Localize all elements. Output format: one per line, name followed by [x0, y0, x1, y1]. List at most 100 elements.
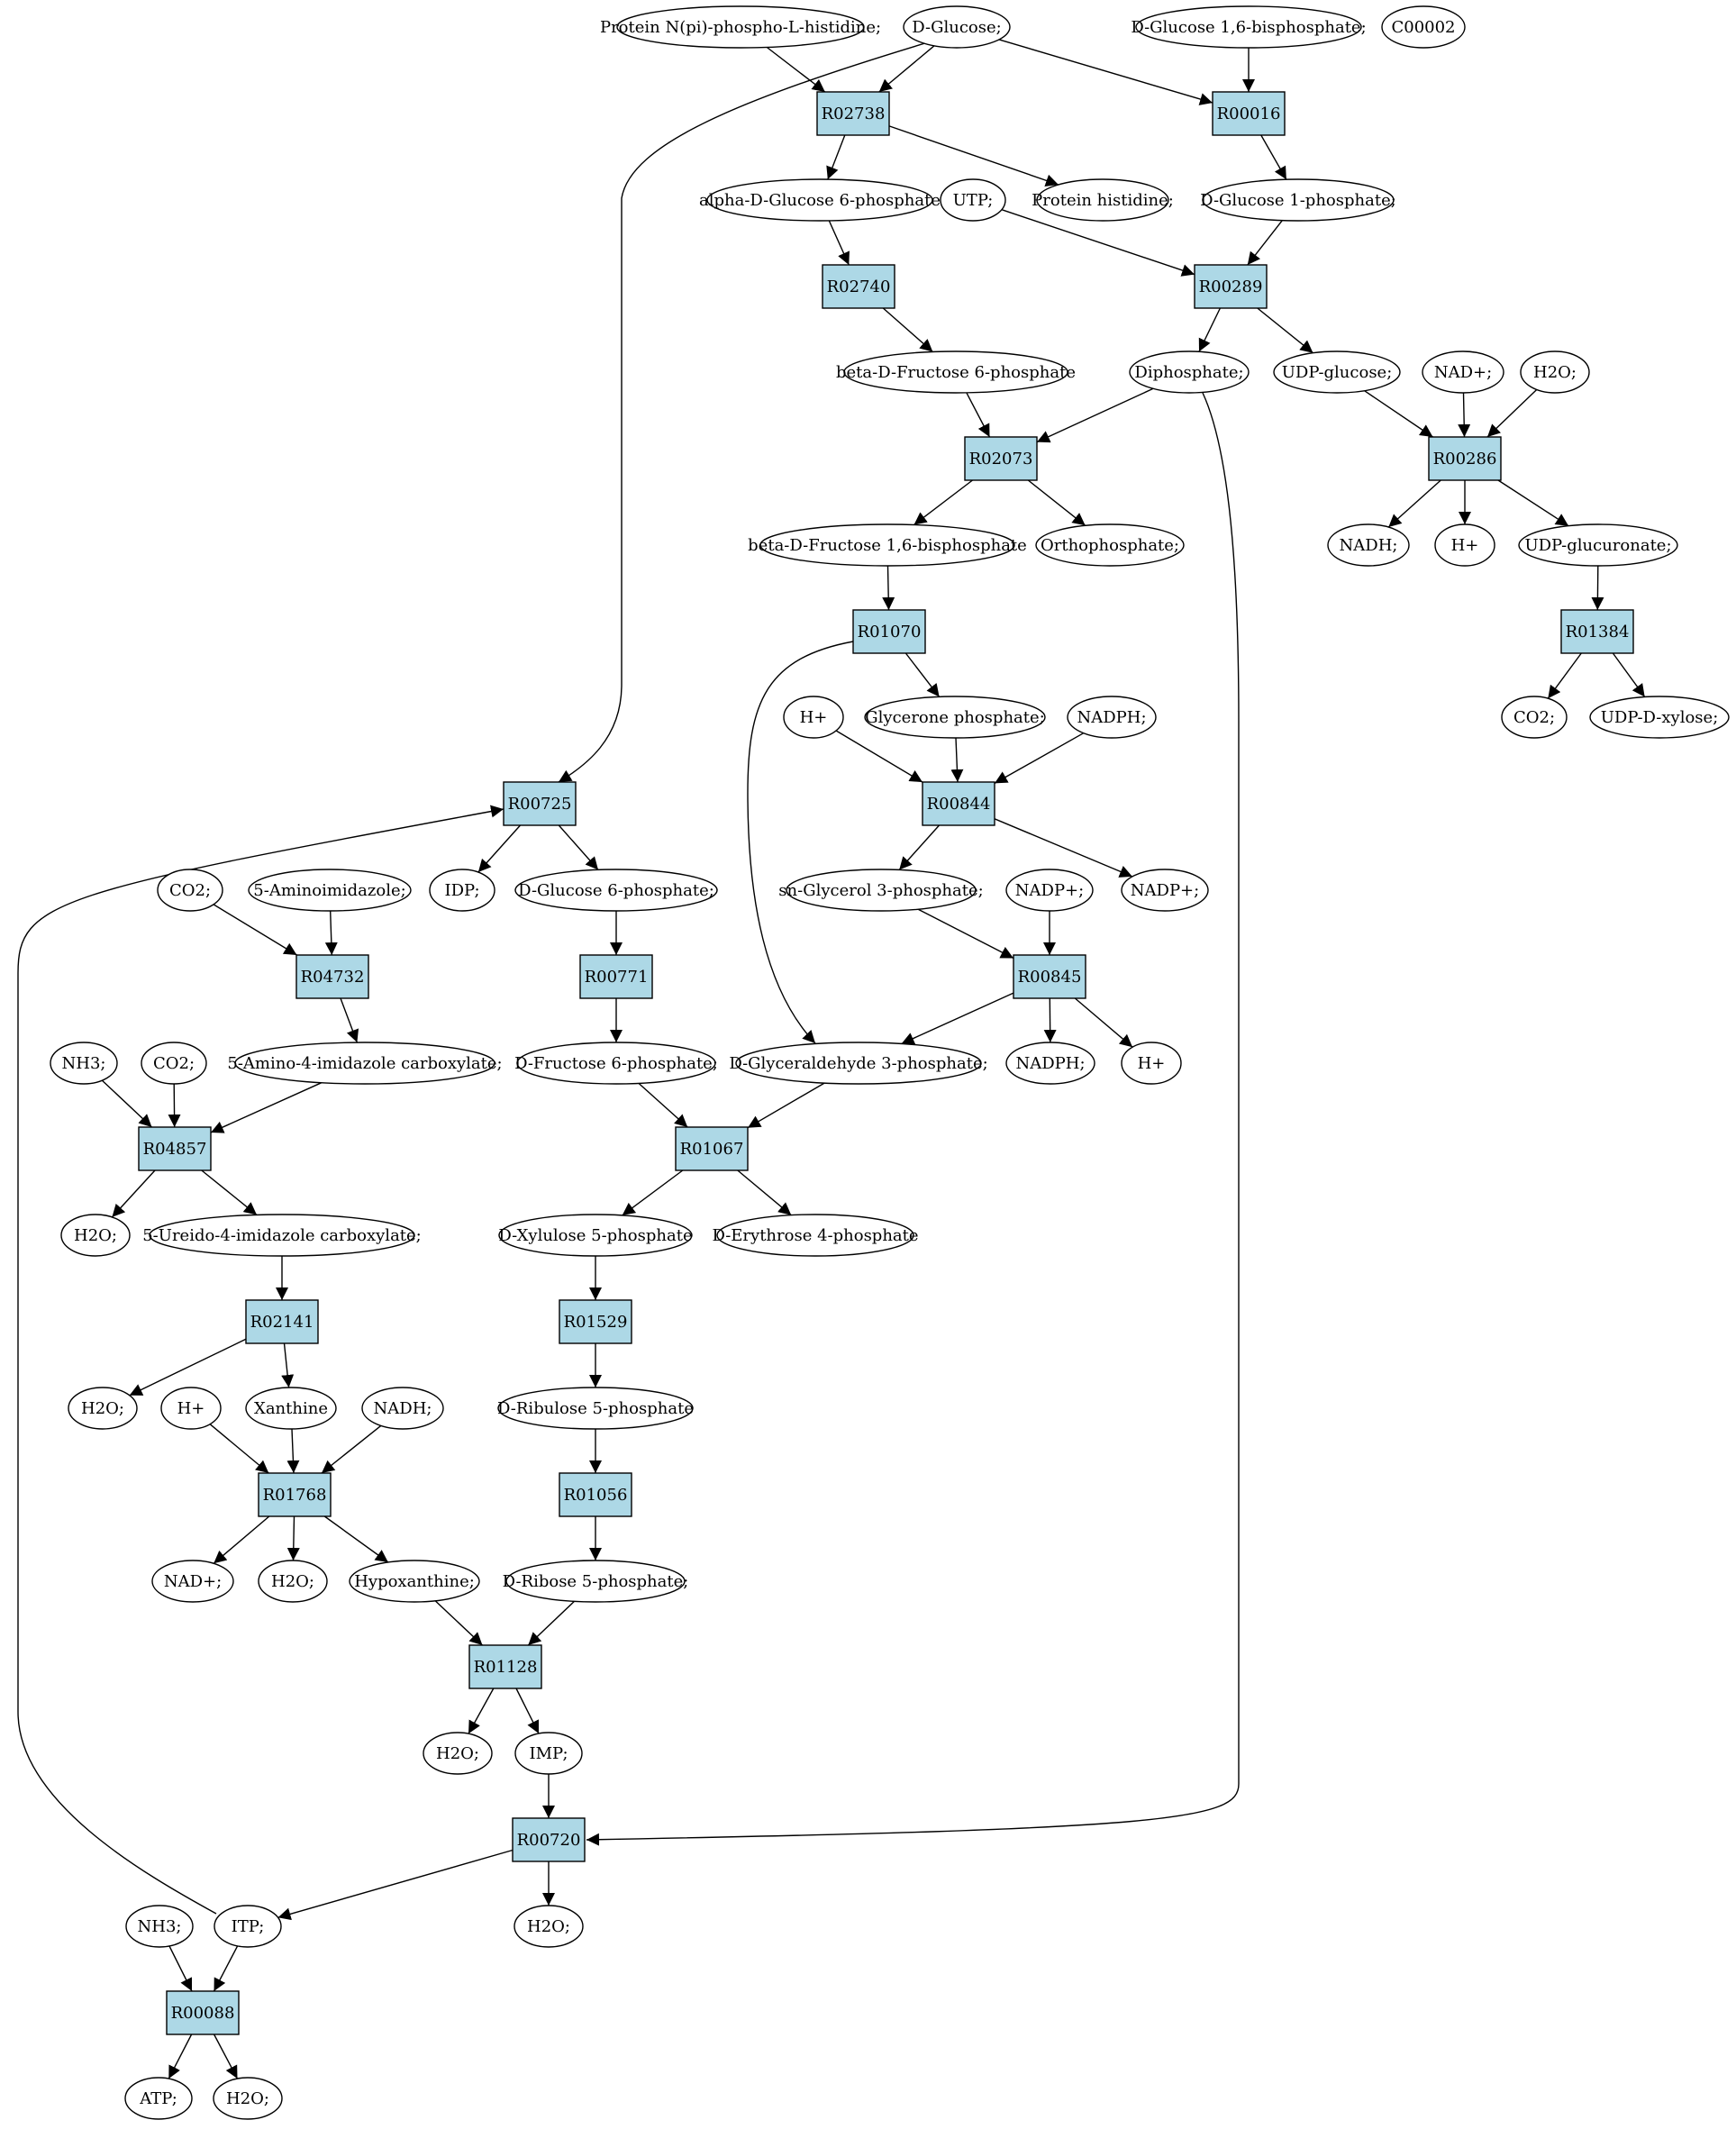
compound-h2o-a[interactable]: H2O; [1520, 350, 1590, 394]
compound-shape [1327, 523, 1410, 567]
edge-r02073-to-orthophosphate [1027, 479, 1086, 526]
compound-nadh-b[interactable]: NADH; [361, 1387, 444, 1430]
reaction-r00771[interactable]: R00771 [579, 954, 653, 999]
compound-label: H2O; [527, 1917, 570, 1936]
compound-itp[interactable]: ITP; [214, 1905, 282, 1948]
reaction-r02740[interactable]: R02740 [822, 264, 895, 309]
reaction-label: R00844 [927, 795, 991, 814]
reaction-box [559, 1472, 632, 1517]
reaction-r02141[interactable]: R02141 [245, 1299, 319, 1344]
compound-beta-f6p[interactable]: beta-D-Fructose 6-phosphate [836, 350, 1076, 394]
compound-shape [1129, 350, 1250, 394]
compound-co2-a[interactable]: CO2; [1501, 696, 1568, 739]
compound-xylulose-5p[interactable]: D-Xylulose 5-phosphate [498, 1214, 693, 1257]
reaction-r01056[interactable]: R01056 [559, 1472, 632, 1517]
compound-nadph-b[interactable]: NADPH; [1005, 1042, 1095, 1085]
compound-hplus-d[interactable]: H+ [160, 1387, 222, 1430]
compound-ribulose-5p[interactable]: D-Ribulose 5-phosphate [497, 1387, 694, 1430]
compound-aminoimidazole[interactable]: 5-Aminoimidazole; [248, 869, 412, 912]
reaction-r01529[interactable]: R01529 [559, 1299, 632, 1344]
edge-nh3-b-to-r00088 [168, 1945, 193, 1992]
compound-hplus-b[interactable]: H+ [783, 696, 844, 739]
reaction-r02073[interactable]: R02073 [964, 436, 1038, 481]
compound-nadh-a[interactable]: NADH; [1327, 523, 1410, 567]
reaction-label: R01067 [680, 1140, 744, 1159]
compound-shape [60, 1214, 131, 1257]
reaction-r00720[interactable]: R00720 [512, 1817, 586, 1862]
compound-nadph-a[interactable]: NADPH; [1067, 696, 1157, 739]
reaction-r04857[interactable]: R04857 [138, 1126, 212, 1171]
compound-nadp-a[interactable]: NADP+; [1005, 869, 1094, 912]
compound-h2o-c[interactable]: H2O; [68, 1387, 138, 1430]
compound-h2o-f[interactable]: H2O; [514, 1905, 584, 1948]
compound-nh3-a[interactable]: NH3; [50, 1042, 118, 1085]
compound-shape [160, 1387, 222, 1430]
compound-c00002[interactable]: C00002 [1381, 5, 1466, 49]
compound-utp[interactable]: UTP; [940, 178, 1006, 222]
compound-sn-glycerol-3p[interactable]: sn-Glycerol 3-phosphate; [778, 869, 984, 912]
compound-udp-glucose[interactable]: UDP-glucose; [1273, 350, 1401, 394]
compound-hplus-c[interactable]: H+ [1121, 1042, 1182, 1085]
compound-d-glucose[interactable]: D-Glucose; [903, 5, 1011, 49]
compound-h2o-g[interactable]: H2O; [213, 2077, 283, 2120]
compound-h2o-b[interactable]: H2O; [60, 1214, 131, 1257]
reaction-r01128[interactable]: R01128 [468, 1644, 542, 1689]
compound-co2-b[interactable]: CO2; [157, 869, 223, 912]
compound-alpha-g6p[interactable]: alpha-D-Glucose 6-phosphate [699, 178, 941, 222]
reaction-r00289[interactable]: R00289 [1194, 264, 1268, 309]
reaction-r01070[interactable]: R01070 [852, 609, 926, 654]
compound-d-glucose-6p[interactable]: D-Glucose 6-phosphate; [514, 869, 718, 912]
compound-label: Protein N(pi)-phospho-L-histidine; [600, 18, 881, 37]
compound-udp-xylose[interactable]: UDP-D-xylose; [1589, 696, 1730, 739]
compound-xanthine[interactable]: Xanthine [245, 1387, 337, 1430]
edge-r00845-to-hplus-c [1074, 997, 1133, 1048]
compound-label: D-Glucose; [912, 18, 1001, 37]
compound-hplus-a[interactable]: H+ [1434, 523, 1495, 567]
compound-d-glucose-1p[interactable]: D-Glucose 1-phosphate; [1200, 178, 1396, 222]
compound-shape [706, 178, 933, 222]
reaction-r01384[interactable]: R01384 [1560, 609, 1634, 654]
compound-nad-b[interactable]: NAD+; [151, 1560, 234, 1603]
compound-h2o-e[interactable]: H2O; [423, 1732, 493, 1775]
compound-gap[interactable]: D-Glyceraldehyde 3-phosphate; [729, 1042, 988, 1085]
reaction-box [922, 781, 995, 826]
compound-atp[interactable]: ATP; [124, 2077, 193, 2120]
compound-ureido-imid-carbox[interactable]: 5-Ureido-4-imidazole carboxylate; [142, 1214, 422, 1257]
reaction-r00845[interactable]: R00845 [1013, 954, 1086, 999]
compound-shape [903, 5, 1011, 49]
compound-label: IDP; [444, 881, 479, 900]
compound-protein-nphospho[interactable]: Protein N(pi)-phospho-L-histidine; [600, 5, 881, 49]
compound-label: H2O; [271, 1572, 314, 1591]
compound-diphosphate[interactable]: Diphosphate; [1129, 350, 1250, 394]
compound-nadp-b[interactable]: NADP+; [1121, 869, 1209, 912]
reaction-r02738[interactable]: R02738 [816, 91, 890, 136]
reaction-r01768[interactable]: R01768 [258, 1472, 332, 1517]
compound-h2o-d[interactable]: H2O; [258, 1560, 328, 1603]
compound-erythrose-4p[interactable]: D-Erythrose 4-phosphate [712, 1214, 919, 1257]
compound-amino-imid-carbox[interactable]: 5-Amino-4-imidazole carboxylate; [227, 1042, 503, 1085]
compound-d-fructose-6p[interactable]: D-Fructose 6-phosphate; [514, 1042, 718, 1085]
reaction-r00844[interactable]: R00844 [922, 781, 995, 826]
compound-beta-f16bp[interactable]: beta-D-Fructose 1,6-bisphosphate [748, 523, 1027, 567]
compound-label: NADP+; [1131, 881, 1199, 900]
compound-protein-histidine[interactable]: Protein histidine; [1032, 178, 1174, 222]
compound-orthophosphate[interactable]: Orthophosphate; [1035, 523, 1185, 567]
reaction-r00016[interactable]: R00016 [1212, 91, 1286, 136]
compound-shape [616, 5, 865, 49]
compound-hypoxanthine[interactable]: Hypoxanthine; [349, 1560, 480, 1603]
reaction-r00088[interactable]: R00088 [166, 1990, 240, 2035]
compound-udp-glucuronate[interactable]: UDP-glucuronate; [1518, 523, 1678, 567]
reaction-r01067[interactable]: R01067 [675, 1126, 749, 1171]
reaction-r00286[interactable]: R00286 [1428, 436, 1502, 481]
reaction-box [138, 1126, 212, 1171]
compound-ribose-5p[interactable]: D-Ribose 5-phosphate; [503, 1560, 689, 1603]
compound-glycerone-p[interactable]: Glycerone phosphate; [864, 696, 1046, 739]
compound-imp[interactable]: IMP; [514, 1732, 583, 1775]
reaction-r04732[interactable]: R04732 [295, 954, 369, 999]
compound-nh3-b[interactable]: NH3; [125, 1905, 194, 1948]
compound-idp[interactable]: IDP; [429, 869, 495, 912]
compound-co2-c[interactable]: CO2; [141, 1042, 207, 1085]
compound-d-glucose-16bp[interactable]: D-Glucose 1,6-bisphosphate; [1131, 5, 1367, 49]
compound-nad-a[interactable]: NAD+; [1422, 350, 1504, 394]
reaction-r00725[interactable]: R00725 [503, 781, 577, 826]
